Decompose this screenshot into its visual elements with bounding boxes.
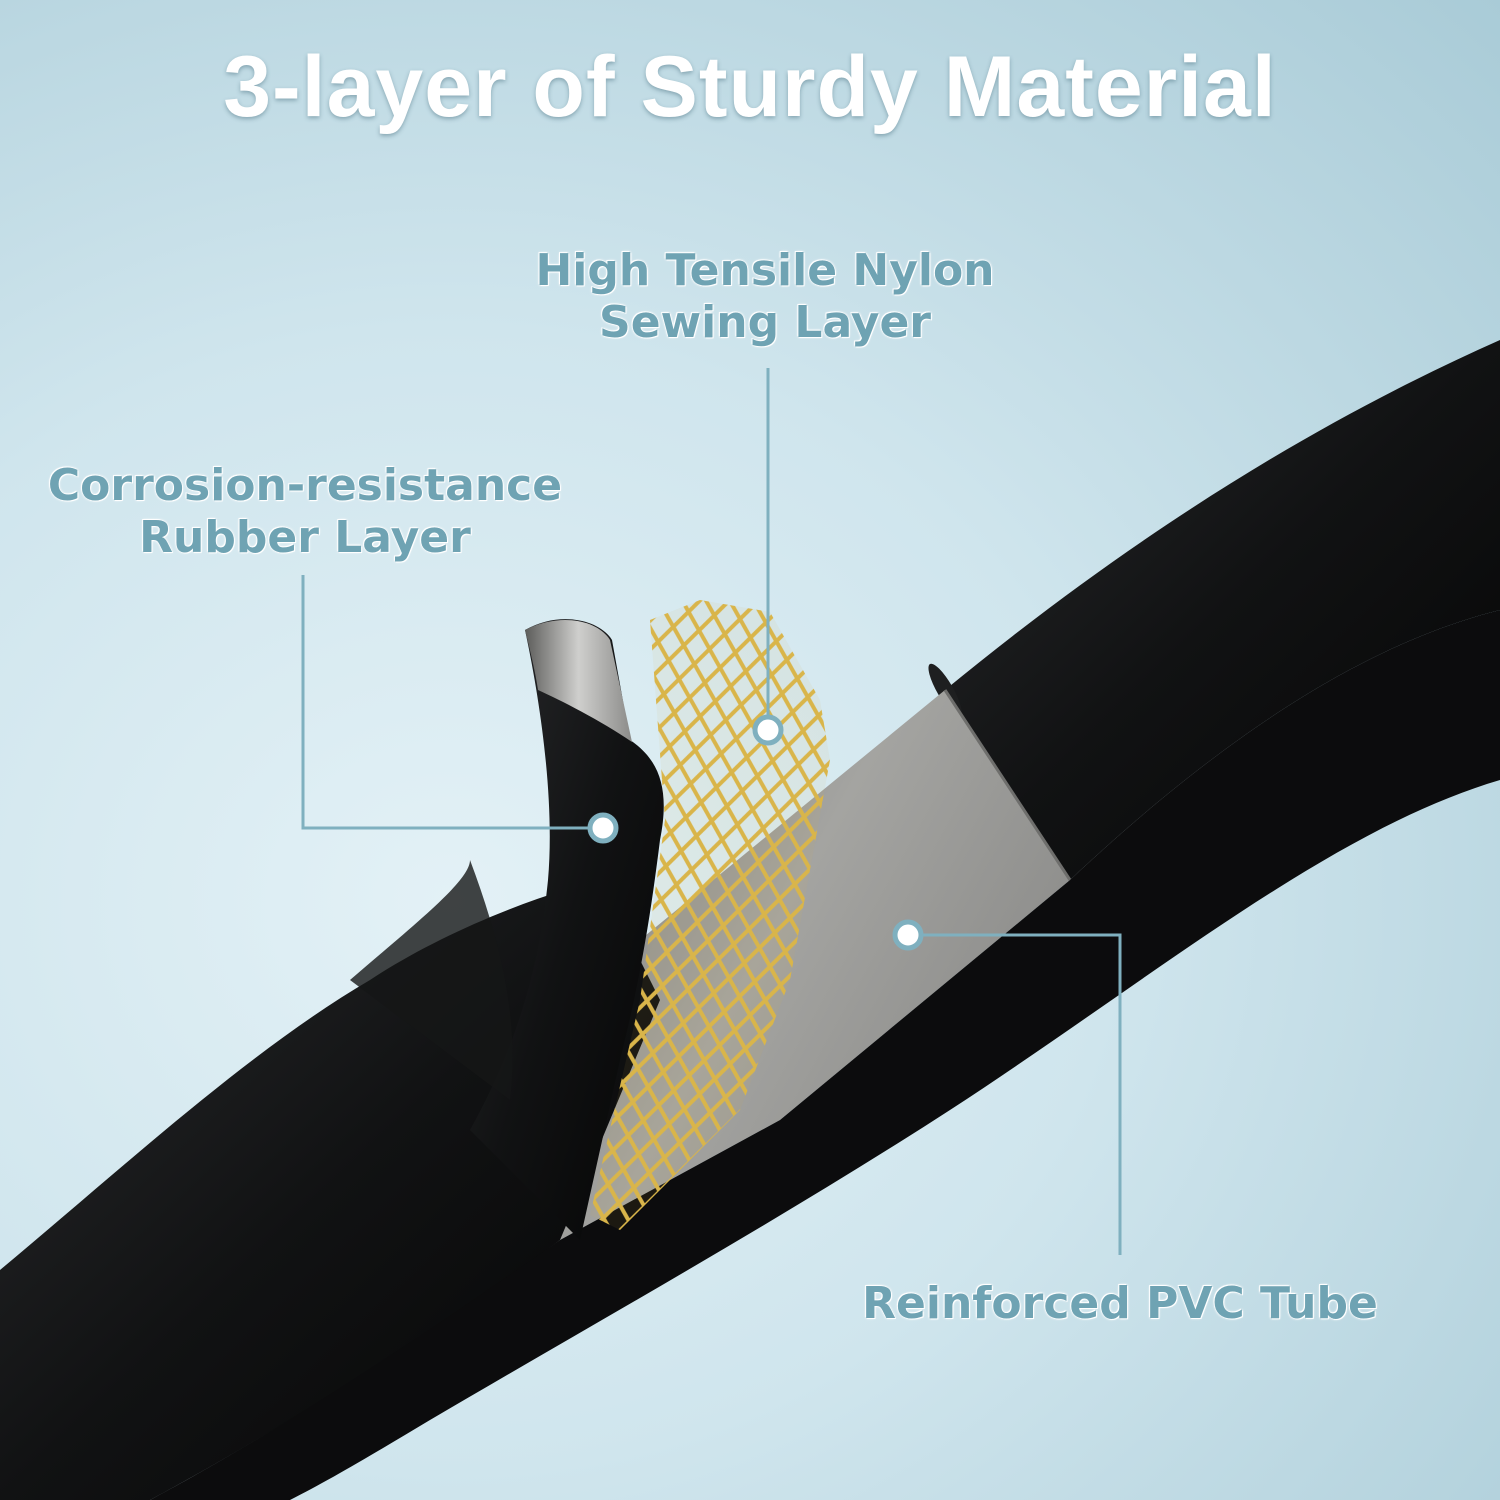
nylon-label-line2: Sewing Layer [599, 297, 931, 348]
pvc-label-line1: Reinforced PVC Tube [862, 1278, 1378, 1329]
rubber-marker-dot [587, 812, 619, 844]
rubber-leader-line [301, 575, 600, 830]
hose-lower-band [150, 610, 1500, 1500]
rubber-layer-label: Corrosion-resistance Rubber Layer [15, 460, 595, 564]
pvc-leader-line [910, 933, 1122, 1255]
page-title: 3-layer of Sturdy Material [223, 39, 1277, 135]
rubber-flap [470, 619, 664, 1240]
hose-right-segment [945, 340, 1500, 880]
pvc-marker-dot [892, 919, 924, 951]
nylon-marker-dot [752, 714, 784, 746]
rubber-label-line1: Corrosion-resistance [47, 460, 563, 511]
nylon-label-line1: High Tensile Nylon [535, 245, 995, 296]
rubber-flap-inner-surface [525, 619, 632, 742]
rubber-label-line2: Rubber Layer [139, 512, 471, 563]
nylon-layer-label: High Tensile Nylon Sewing Layer [500, 245, 1030, 349]
pvc-tube-label: Reinforced PVC Tube [820, 1278, 1420, 1330]
